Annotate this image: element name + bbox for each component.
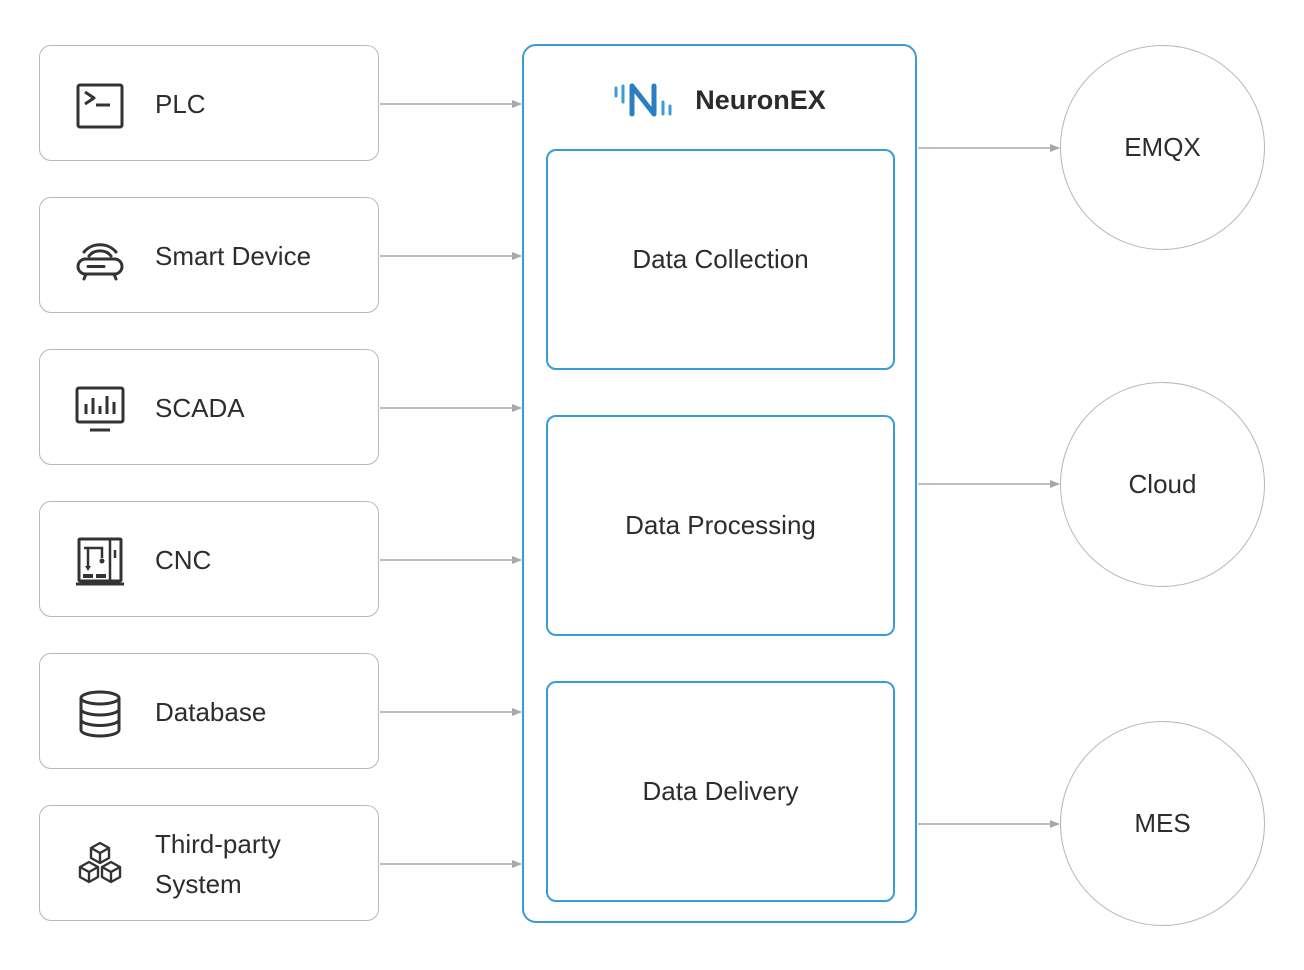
destination-emqx: EMQX xyxy=(1060,45,1265,250)
source-plc: PLC xyxy=(39,45,379,161)
module-data-processing: Data Processing xyxy=(546,415,895,636)
source-label-smart-device: Smart Device xyxy=(155,241,312,271)
destination-mes: MES xyxy=(1060,721,1265,926)
source-database: Database xyxy=(39,653,379,769)
neuronex-title: NeuronEX xyxy=(695,84,826,115)
source-cnc: CNC xyxy=(39,501,379,617)
source-label-cnc: CNC xyxy=(155,545,212,575)
terminal-icon xyxy=(74,80,126,132)
module-data-delivery: Data Delivery xyxy=(546,681,895,902)
smart-device-icon xyxy=(74,232,126,284)
neuronex-logo-icon xyxy=(614,83,672,117)
source-label-third-party-system: Third-party System xyxy=(155,829,281,899)
source-label-database: Database xyxy=(155,697,267,727)
neuronex-header: NeuronEX xyxy=(524,78,915,122)
database-icon xyxy=(74,688,126,740)
source-label-plc: PLC xyxy=(155,89,206,119)
destination-cloud: Cloud xyxy=(1060,382,1265,587)
cnc-machine-icon xyxy=(74,536,126,588)
monitor-chart-icon xyxy=(74,384,126,436)
source-third-party-system: Third-party System xyxy=(39,805,379,921)
neuronex-panel: NeuronEX Data Collection Data Processing… xyxy=(522,44,917,923)
source-smart-device: Smart Device xyxy=(39,197,379,313)
cubes-icon xyxy=(74,840,126,892)
module-data-collection: Data Collection xyxy=(546,149,895,370)
source-label-scada: SCADA xyxy=(155,393,245,423)
source-scada: SCADA xyxy=(39,349,379,465)
